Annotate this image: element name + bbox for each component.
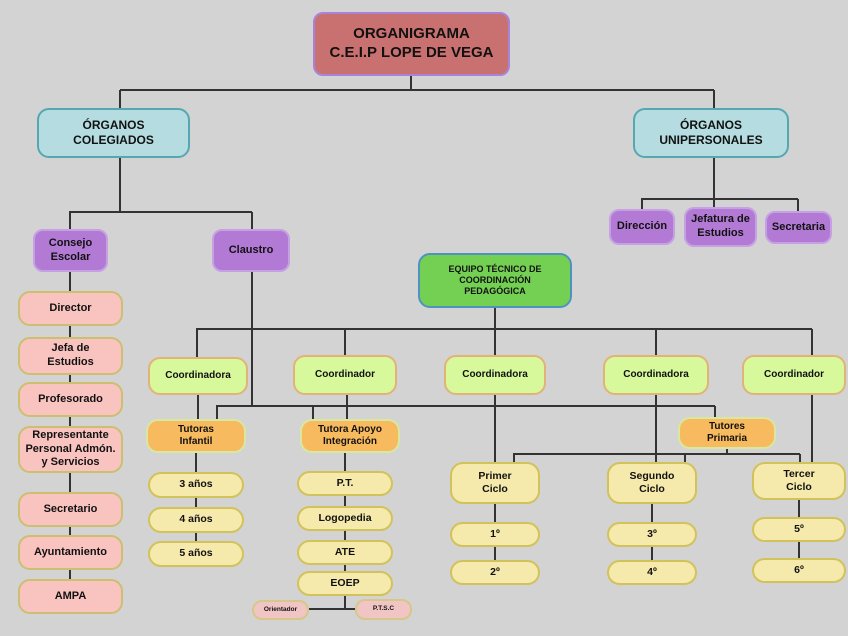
connector-line xyxy=(494,395,496,462)
connector-line xyxy=(641,198,798,200)
connector-line xyxy=(195,533,197,541)
connector-line xyxy=(309,608,355,610)
node-secretario: Secretario xyxy=(18,492,123,527)
connector-line xyxy=(494,329,496,355)
connector-line xyxy=(196,328,812,330)
connector-line xyxy=(346,395,348,419)
connector-line xyxy=(714,406,716,417)
connector-line xyxy=(120,89,714,91)
connector-line xyxy=(513,454,515,462)
node-coordinadora-3: Coordinadora xyxy=(444,355,546,395)
node-eoep: EOEP xyxy=(297,571,393,596)
connector-line xyxy=(69,527,71,535)
node-title: ORGANIGRAMA C.E.I.P LOPE DE VEGA xyxy=(313,12,510,76)
node-secretaria: Secretaria xyxy=(765,211,832,244)
node-consejo-escolar: Consejo Escolar xyxy=(33,229,108,272)
connector-line xyxy=(251,212,253,229)
node-equipo-tecnico-coordinacion: EQUIPO TÉCNICO DE COORDINACIÓN PEDAGÓGIC… xyxy=(418,253,572,308)
node-coordinadora-4: Coordinadora xyxy=(603,355,709,395)
node-curso-5: 5º xyxy=(752,517,846,542)
connector-line xyxy=(494,308,496,329)
connector-line xyxy=(119,90,121,108)
connector-line xyxy=(216,406,218,419)
connector-line xyxy=(641,199,643,209)
node-logopedia: Logopedia xyxy=(297,506,393,531)
connector-line xyxy=(195,453,197,472)
connector-line xyxy=(684,454,686,462)
connector-line xyxy=(651,547,653,560)
node-orientador: Orientador xyxy=(252,600,309,620)
node-tutora-apoyo-integracion: Tutora Apoyo Integración xyxy=(300,419,400,453)
connector-line xyxy=(651,504,653,522)
connector-line xyxy=(797,199,799,211)
node-5-anos: 5 años xyxy=(148,541,244,567)
connector-line xyxy=(344,453,346,471)
connector-line xyxy=(344,596,346,610)
connector-line xyxy=(196,329,198,357)
connector-line xyxy=(344,531,346,540)
connector-line xyxy=(344,565,346,571)
connector-line xyxy=(69,272,71,291)
connector-line xyxy=(798,500,800,517)
node-tercer-ciclo: Tercer Ciclo xyxy=(752,462,846,500)
node-tutoras-infantil: Tutoras Infantil xyxy=(146,419,246,453)
connector-line xyxy=(655,395,657,462)
node-coordinador-5: Coordinador xyxy=(742,355,846,395)
node-segundo-ciclo: Segundo Ciclo xyxy=(607,462,697,504)
connector-line xyxy=(69,473,71,492)
node-curso-6: 6º xyxy=(752,558,846,583)
node-ptsc: P.T.S.C xyxy=(355,599,412,620)
node-curso-3: 3º xyxy=(607,522,697,547)
node-director: Director xyxy=(18,291,123,326)
node-coordinador-2: Coordinador xyxy=(293,355,397,395)
connector-line xyxy=(494,547,496,560)
node-3-anos: 3 años xyxy=(148,472,244,498)
connector-line xyxy=(655,329,657,355)
connector-line xyxy=(344,329,346,355)
connector-line xyxy=(251,272,253,406)
node-claustro: Claustro xyxy=(212,229,290,272)
connector-line xyxy=(798,542,800,558)
node-primer-ciclo: Primer Ciclo xyxy=(450,462,540,504)
node-jefa-estudios: Jefa de Estudios xyxy=(18,337,123,375)
connector-line xyxy=(726,449,728,454)
connector-line xyxy=(69,417,71,426)
node-ampa: AMPA xyxy=(18,579,123,614)
connector-line xyxy=(216,405,715,407)
connector-line xyxy=(69,212,71,229)
node-direccion: Dirección xyxy=(609,209,675,245)
connector-line xyxy=(811,395,813,462)
connector-line xyxy=(69,326,71,337)
node-representante-personal: Representante Personal Admón. y Servicio… xyxy=(18,426,123,473)
connector-line xyxy=(713,90,715,108)
node-organos-unipersonales: ÓRGANOS UNIPERSONALES xyxy=(633,108,789,158)
connector-line xyxy=(312,406,314,419)
node-ate: ATE xyxy=(297,540,393,565)
connector-line xyxy=(197,395,199,419)
connector-line xyxy=(69,211,252,213)
connector-line xyxy=(69,570,71,579)
connector-line xyxy=(344,496,346,506)
node-pt: P.T. xyxy=(297,471,393,496)
connector-line xyxy=(494,504,496,522)
node-4-anos: 4 años xyxy=(148,507,244,533)
connector-line xyxy=(513,453,800,455)
connector-line xyxy=(410,76,412,90)
connector-line xyxy=(811,329,813,355)
node-coordinadora-1: Coordinadora xyxy=(148,357,248,395)
node-organos-colegiados: ÓRGANOS COLEGIADOS xyxy=(37,108,190,158)
node-profesorado: Profesorado xyxy=(18,382,123,417)
connector-line xyxy=(195,498,197,507)
connector-line xyxy=(713,158,715,207)
node-jefatura-estudios: Jefatura de Estudios xyxy=(684,207,757,247)
node-curso-1: 1º xyxy=(450,522,540,547)
node-ayuntamiento: Ayuntamiento xyxy=(18,535,123,570)
node-curso-4: 4º xyxy=(607,560,697,585)
node-tutores-primaria: Tutores Primaria xyxy=(678,417,776,449)
connector-line xyxy=(119,158,121,212)
node-curso-2: 2º xyxy=(450,560,540,585)
connector-line xyxy=(69,375,71,382)
connector-line xyxy=(799,454,801,462)
